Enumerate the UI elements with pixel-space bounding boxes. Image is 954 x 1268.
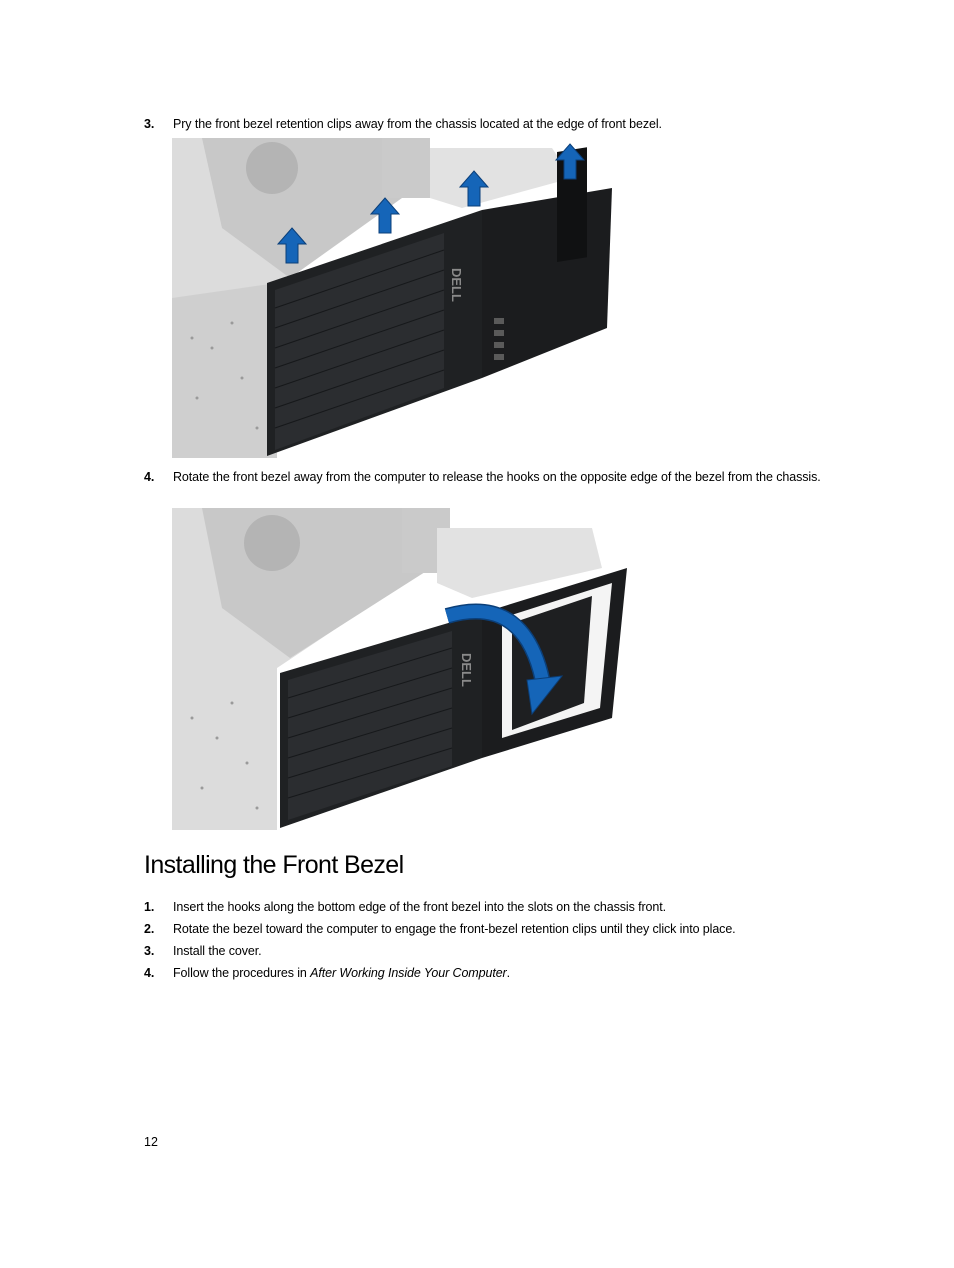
section-title: Installing the Front Bezel	[144, 851, 404, 879]
figure-pry-clips: DELL	[172, 138, 622, 458]
rotate-arrow-icon	[445, 605, 551, 690]
arrow-up-icon	[554, 143, 586, 180]
step-number: 4.	[144, 470, 155, 484]
step-number: 3.	[144, 117, 155, 131]
arrow-up-icon	[369, 197, 401, 234]
step-text: Rotate the front bezel away from the com…	[173, 470, 821, 484]
cross-reference-link[interactable]: After Working Inside Your Computer	[310, 966, 507, 980]
arrow-up-icon	[276, 227, 308, 264]
dell-logo: DELL	[449, 268, 464, 302]
page-number: 12	[144, 1135, 158, 1149]
step-text: Insert the hooks along the bottom edge o…	[173, 900, 666, 914]
step-number: 2.	[144, 922, 155, 936]
figure-rotate-bezel: DELL	[172, 508, 632, 830]
step-text: Rotate the bezel toward the computer to …	[173, 922, 736, 936]
step-text: Install the cover.	[173, 944, 262, 958]
arrow-up-icon	[458, 170, 490, 207]
step-text: Follow the procedures in After Working I…	[173, 964, 824, 982]
bezel-clips-illustration: DELL	[172, 138, 622, 458]
step-text: Pry the front bezel retention clips away…	[173, 117, 662, 131]
dell-logo: DELL	[459, 653, 474, 687]
step-text-prefix: Follow the procedures in	[173, 966, 311, 980]
step-number: 1.	[144, 900, 155, 914]
step-number: 3.	[144, 944, 155, 958]
step-text-suffix: .	[506, 966, 510, 980]
step-number: 4.	[144, 966, 155, 980]
bezel-rotate-illustration: DELL	[172, 508, 632, 830]
